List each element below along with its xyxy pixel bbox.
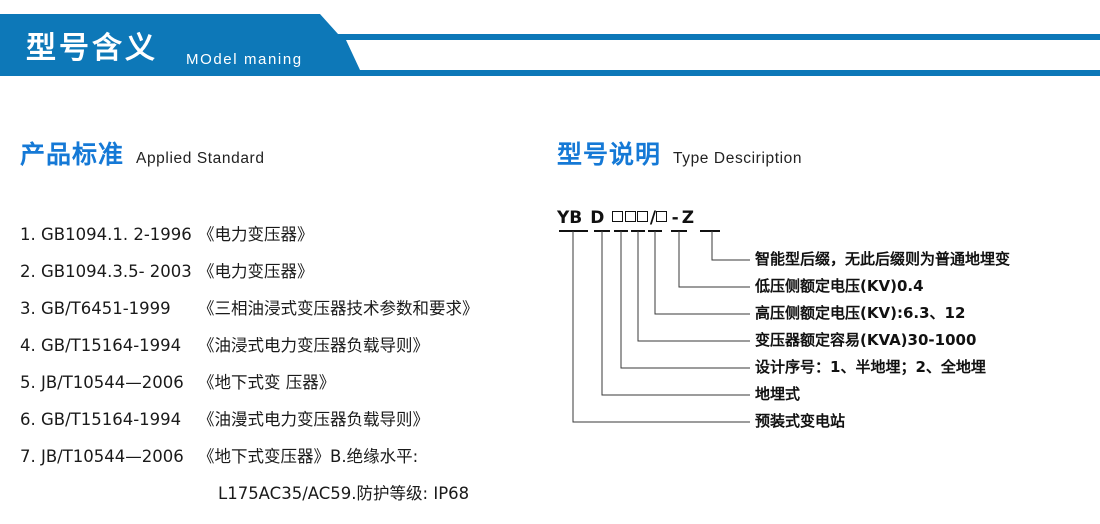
standard-row: 5. JB/T10544—2006 《地下式变 压器》 [20, 364, 540, 401]
standard-name: 《电力变压器》 [198, 225, 314, 244]
code-placeholder-box [612, 211, 624, 222]
type-legend-label: 高压侧额定电压(KV):6.3、12 [755, 304, 966, 322]
code-placeholder-box [656, 211, 668, 222]
code-placeholder-box [637, 211, 649, 222]
standard-row: 4. GB/T15164-1994 《油浸式电力变压器负载导则》 [20, 327, 540, 364]
type-legend-label: 设计序号：1、半地埋；2、全地埋 [755, 358, 986, 376]
leader-lines [559, 230, 750, 423]
code-placeholder-box [624, 211, 636, 222]
type-legend-label: 智能型后缀，无此后缀则为普通地埋变 [755, 250, 1011, 268]
standard-code: 1. GB1094.1. 2-1996 [20, 225, 192, 244]
code-segment: / [649, 208, 657, 228]
standard-code: 3. GB/T6451-1999 [20, 299, 171, 318]
section-heading-applied-standard: 产品标准 Applied Standard [20, 142, 265, 168]
applied-standards-list: 1. GB1094.1. 2-1996《电力变压器》2. GB1094.3.5-… [20, 216, 540, 512]
model-code-row: YB D /-Z [557, 208, 694, 234]
type-legend-label: 地埋式 [755, 385, 801, 403]
standard-row: 7. JB/T10544—2006 《地下式变压器》B.绝缘水平: [20, 438, 540, 475]
standard-row: 6. GB/T15164-1994 《油漫式电力变压器负载导则》 [20, 401, 540, 438]
standard-row: 2. GB1094.3.5- 2003 《电力变压器》 [20, 253, 540, 290]
section-heading-cn: 型号说明 [557, 140, 662, 169]
standard-code: 2. GB1094.3.5- 2003 [20, 262, 192, 281]
banner-subtitle: MOdel maning [186, 51, 303, 68]
code-segment: YB [557, 208, 583, 228]
banner-shape [0, 14, 1100, 76]
section-heading-en: Type Desciription [673, 150, 803, 167]
code-segment: - [671, 208, 679, 228]
type-legend-label: 预装式变电站 [755, 412, 846, 430]
type-legend-label: 变压器额定容易(KVA)30-1000 [755, 331, 977, 349]
standard-name: 《油浸式电力变压器负载导则》 [198, 336, 429, 355]
banner-title: 型号含义 [26, 31, 158, 66]
code-segment: Z [681, 208, 695, 228]
type-legend-label: 低压侧额定电压(KV)0.4 [755, 277, 924, 295]
standard-code: 7. JB/T10544—2006 [20, 447, 184, 466]
standard-row: 3. GB/T6451-1999 《三相油浸式变压器技术参数和要求》 [20, 290, 540, 327]
standard-continuation-line: L175AC35/AC59.防护等级: IP68 [218, 484, 470, 503]
standard-code: 6. GB/T15164-1994 [20, 410, 182, 429]
standard-name: 《地下式变压器》B.绝缘水平: [198, 447, 419, 466]
standard-name: 《地下式变 压器》 [198, 373, 336, 392]
standard-name: 《电力变压器》 [198, 262, 314, 281]
section-heading-type-description: 型号说明 Type Desciription [557, 142, 802, 168]
section-heading-en: Applied Standard [136, 150, 265, 167]
standard-name: 《油漫式电力变压器负载导则》 [198, 410, 429, 429]
section-heading-cn: 产品标准 [20, 140, 125, 169]
standard-code: 5. JB/T10544—2006 [20, 373, 184, 392]
code-segment: D [590, 208, 605, 228]
page-header-banner: 型号含义 MOdel maning [0, 14, 1100, 86]
standard-name: 《三相油浸式变压器技术参数和要求》 [198, 299, 479, 318]
standard-code: 4. GB/T15164-1994 [20, 336, 182, 355]
standard-row: 1. GB1094.1. 2-1996 《电力变压器》 [20, 216, 540, 253]
